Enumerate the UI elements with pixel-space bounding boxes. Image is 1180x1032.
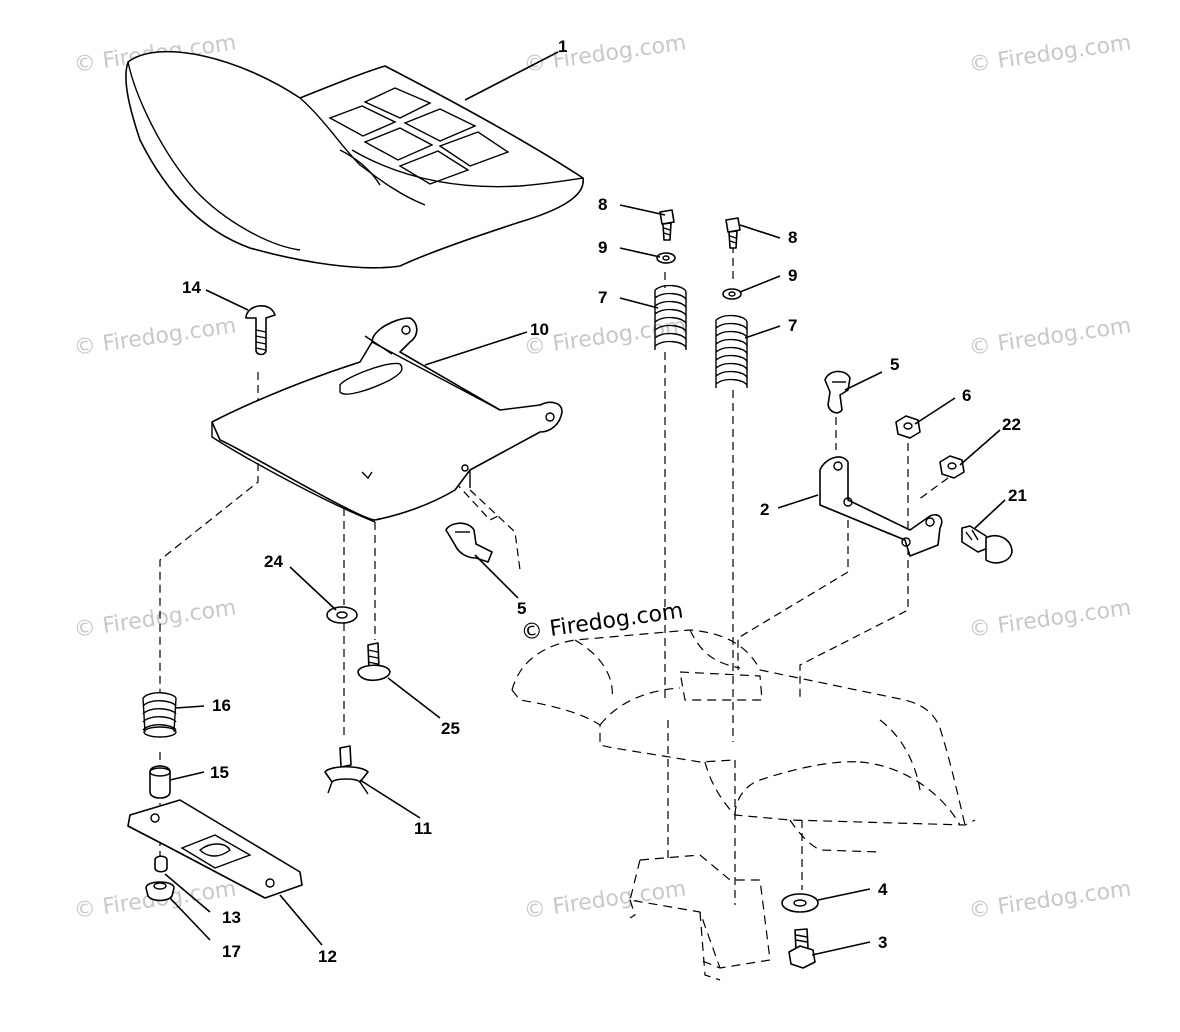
clip-right xyxy=(824,370,851,414)
callout-bolt-bottom: 3 xyxy=(878,933,887,952)
callout-carriage-bolt: 14 xyxy=(182,278,201,297)
washer-right xyxy=(722,288,742,300)
clip-left xyxy=(445,522,493,563)
callout-washer-left: 9 xyxy=(598,238,607,257)
watermark: © Firedog.com xyxy=(967,30,1133,78)
spring-right xyxy=(715,314,748,388)
spring-small xyxy=(142,692,177,738)
callout-clip-right: 5 xyxy=(890,355,899,374)
watermark: © Firedog.com xyxy=(967,313,1133,361)
slide-plate xyxy=(127,799,303,899)
callout-bolt-25: 25 xyxy=(441,719,460,738)
knob xyxy=(324,745,369,795)
callout-slide-plate: 12 xyxy=(318,947,337,966)
washer-bottom xyxy=(781,893,819,913)
callout-nut-22: 22 xyxy=(1002,415,1021,434)
copyright-mark: © Firedog.com xyxy=(519,598,685,646)
callout-flange-nut: 17 xyxy=(222,942,241,961)
flange-nut xyxy=(145,881,175,902)
callout-seat-pan: 10 xyxy=(530,320,549,339)
spring-left xyxy=(654,284,687,350)
callout-clip-left: 5 xyxy=(517,599,526,618)
frame-ghost xyxy=(511,629,976,981)
callout-spring-left: 7 xyxy=(598,288,607,307)
callout-knob: 11 xyxy=(414,819,432,838)
leader-lines xyxy=(164,51,1006,956)
callout-bolt-left: 8 xyxy=(598,195,607,214)
callout-spring-small: 16 xyxy=(212,696,231,715)
assembly-guides xyxy=(159,232,949,905)
watermark: © Firedog.com xyxy=(967,876,1133,924)
seat xyxy=(125,50,584,269)
callout-seat: 1 xyxy=(558,37,567,56)
spacer xyxy=(149,765,171,799)
callout-shoulder-bolt: 21 xyxy=(1008,486,1027,505)
carriage-bolt xyxy=(245,305,276,356)
callout-nut: 6 xyxy=(962,386,971,405)
watermark: © Firedog.com xyxy=(72,595,238,643)
bolt-bottom xyxy=(788,928,816,969)
nut xyxy=(895,415,921,439)
washer-left xyxy=(656,252,676,264)
watermark: © Firedog.com xyxy=(522,30,688,78)
bolt-left xyxy=(659,209,675,241)
watermark: © Firedog.com xyxy=(967,595,1133,643)
callout-spring-right: 7 xyxy=(788,316,797,335)
callout-bracket: 2 xyxy=(760,500,769,519)
callout-washer-bottom: 4 xyxy=(878,880,888,899)
callouts: 1 8 9 7 8 9 7 5 6 22 21 2 10 14 24 5 25 … xyxy=(182,37,1027,966)
callout-nut-small: 13 xyxy=(222,908,241,927)
bolt-right xyxy=(725,217,741,249)
seat-pan xyxy=(211,317,563,523)
shoulder-bolt xyxy=(961,525,1013,564)
callout-washer-right: 9 xyxy=(788,266,797,285)
washer-24 xyxy=(326,606,358,624)
watermark: © Firedog.com xyxy=(72,313,238,361)
nut-22 xyxy=(939,455,965,479)
callout-spacer: 15 xyxy=(210,763,229,782)
nut-small xyxy=(154,855,168,873)
bolt-25 xyxy=(357,642,391,682)
callout-bolt-right: 8 xyxy=(788,228,797,247)
bracket xyxy=(819,456,943,557)
callout-washer-24: 24 xyxy=(264,552,283,571)
watermark: © Firedog.com xyxy=(522,876,688,924)
